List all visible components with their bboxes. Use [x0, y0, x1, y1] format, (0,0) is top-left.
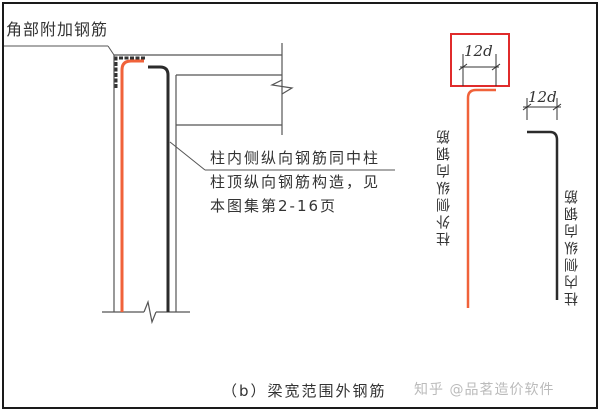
watermark: 知乎 @品茗造价软件 — [414, 382, 555, 398]
inner-longitudinal-bar — [148, 65, 170, 312]
outer-bar-detail — [466, 88, 496, 308]
dimension-label-inner: 12d — [528, 88, 557, 106]
note-line-2: 柱顶纵向钢筋构造，见 — [210, 173, 381, 191]
dimension-label-outer: 12d — [464, 42, 493, 60]
note-line-3: 本图集第2-16页 — [210, 197, 338, 215]
corner-additional-bar — [114, 56, 146, 88]
outer-longitudinal-bar — [120, 59, 144, 312]
inner-bar-detail — [527, 130, 559, 300]
inner-bar-note: 柱内侧纵向钢筋同中柱 柱顶纵向钢筋构造，见 本图集第2-16页 — [210, 146, 380, 218]
corner-additional-bar-label: 角部附加钢筋 — [6, 20, 109, 39]
figure-caption: （b）梁宽范围外钢筋 — [222, 382, 387, 400]
dimension-12d-outer — [458, 54, 501, 86]
corner-label-leader — [4, 45, 115, 56]
note-leader — [169, 141, 395, 171]
outer-bar-label: 柱外侧纵向钢筋 — [436, 127, 452, 246]
highlight-box — [450, 33, 510, 87]
dimension-12d-inner — [522, 98, 562, 120]
note-line-1: 柱内侧纵向钢筋同中柱 — [210, 149, 381, 167]
inner-bar-label: 柱内侧纵向钢筋 — [564, 187, 580, 306]
